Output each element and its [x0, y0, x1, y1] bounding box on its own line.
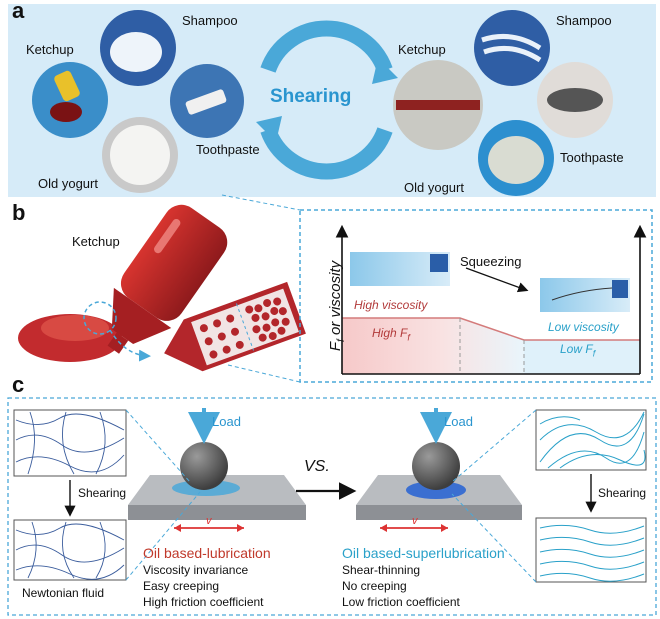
panel-c-letter: c	[12, 372, 25, 397]
left-ball	[180, 442, 228, 490]
nozzle-zoom	[164, 281, 306, 372]
right-shearing-label: Shearing	[598, 486, 647, 500]
ketchup-label: Ketchup	[26, 42, 74, 57]
high-friction-region	[342, 318, 524, 374]
squeezing-label: Squeezing	[460, 254, 522, 269]
toothpaste-label: Toothpaste	[196, 142, 260, 157]
shearing-arrow-top	[260, 20, 393, 73]
newtonian-fluid-label: Newtonian fluid	[22, 586, 105, 600]
yogurt-label: Old yogurt	[38, 176, 98, 191]
right-ball	[412, 442, 460, 490]
y-axis-label: Ff or viscosity	[327, 260, 347, 352]
right-prop-2: No creeping	[342, 579, 407, 593]
low-viscosity-label: Low viscosity	[548, 320, 619, 334]
newtonian-sheared-box	[13, 519, 127, 581]
panel-a-letter: a	[12, 0, 25, 23]
bottle-ketchup-label: Ketchup	[72, 234, 120, 249]
shearing-arrow-bottom	[260, 127, 393, 180]
sheared-ketchup-label: Ketchup	[398, 42, 446, 57]
low-ff-label: Low Ff	[560, 342, 596, 359]
left-shearing-label: Shearing	[78, 486, 127, 500]
shearing-label: Shearing	[270, 86, 352, 107]
right-load-label: Load	[444, 414, 473, 429]
shampoo-label: Shampoo	[182, 13, 238, 28]
panel-b-letter: b	[12, 200, 26, 225]
panel-c-frame	[7, 397, 657, 616]
left-prop-3: High friction coefficient	[143, 595, 264, 609]
right-prop-1: Shear-thinning	[342, 563, 421, 577]
left-velocity-label: v	[206, 515, 212, 527]
left-load-label: Load	[212, 414, 241, 429]
superlubrication-network-box	[535, 409, 647, 471]
right-prop-3: Low friction coefficient	[342, 595, 460, 609]
sheared-shampoo-label: Shampoo	[556, 13, 612, 28]
ketchup-bottle	[107, 204, 228, 354]
oil-lubrication-title: Oil based-lubrication	[143, 545, 271, 561]
high-ff-label: High Ff	[372, 326, 410, 343]
high-viscosity-label: High viscosity	[354, 298, 428, 312]
viscosity-chart-frame	[299, 209, 653, 383]
squeezing-arrow	[465, 267, 529, 293]
low-friction-region	[524, 340, 640, 374]
sheared-toothpaste-label: Toothpaste	[560, 150, 624, 165]
sheared-yogurt-label: Old yogurt	[404, 180, 464, 195]
left-prop-1: Viscosity invariance	[143, 563, 249, 577]
vs-label: VS.	[304, 458, 330, 475]
viscosity-curve	[342, 317, 640, 341]
right-velocity-label: v	[412, 515, 418, 527]
left-prop-2: Easy creeping	[143, 579, 220, 593]
oil-superlubrication-title: Oil based-superlubrication	[342, 545, 505, 561]
